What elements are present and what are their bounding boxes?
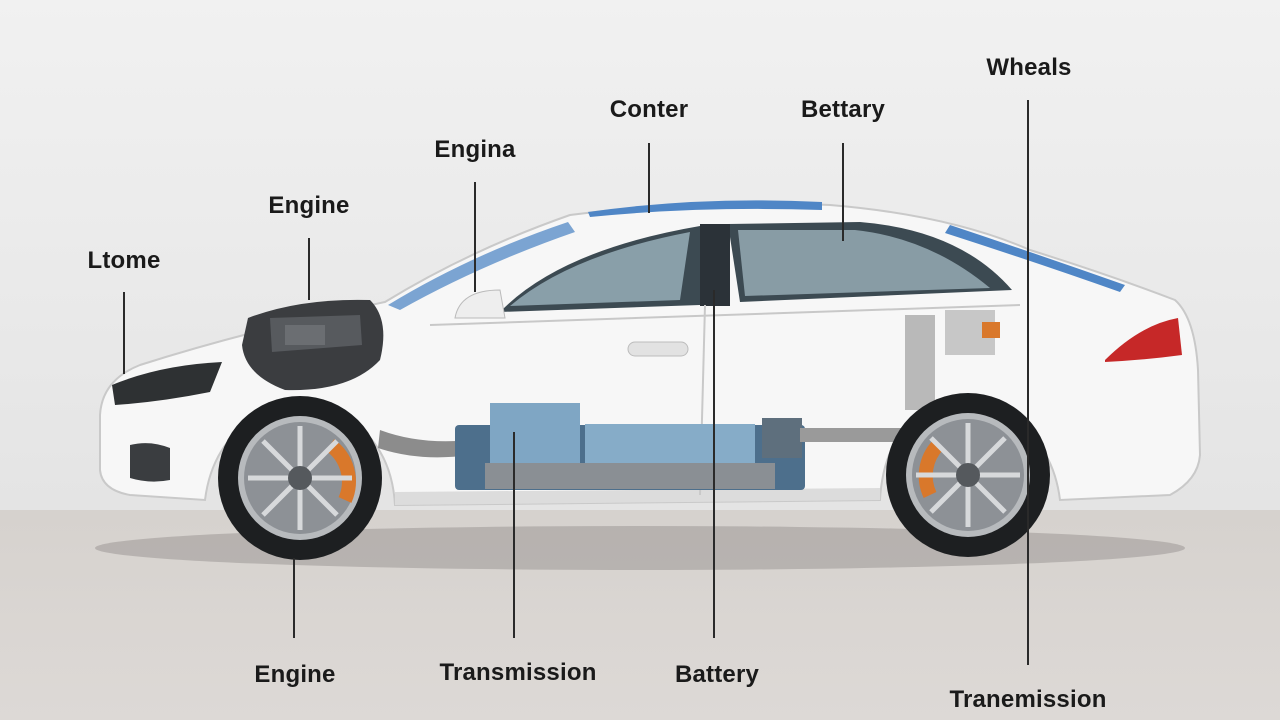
car-shadow — [95, 526, 1185, 570]
b-pillar — [700, 224, 730, 306]
label-ltome: Ltome — [87, 247, 161, 274]
leader-top-battery — [842, 143, 844, 241]
tail-light — [1105, 318, 1182, 362]
rocker-panel — [395, 488, 880, 505]
headlight — [112, 362, 222, 405]
label-center: Conter — [609, 96, 689, 123]
leader-bottom-engine — [293, 558, 295, 638]
leader-engine-upper — [308, 238, 310, 300]
front-wheel — [218, 396, 382, 560]
leader-bottom-battery — [713, 290, 715, 638]
leader-ltome — [123, 292, 125, 374]
front-window-glass — [510, 232, 690, 306]
door-line — [429, 304, 1021, 326]
leader-bottom-transmission — [513, 432, 515, 638]
rear-wheel — [886, 393, 1050, 557]
drive-pipe — [378, 430, 470, 458]
label-bottom-engine: Engine — [254, 661, 336, 688]
fog-light — [130, 443, 170, 482]
leader-center — [648, 143, 650, 213]
rear-roof-strip — [945, 225, 1125, 292]
battery-pack — [455, 403, 805, 490]
leader-wheels — [1027, 100, 1029, 665]
label-wheels: Wheals — [986, 54, 1072, 81]
door-handle — [627, 341, 689, 357]
label-top-battery: Bettary — [800, 96, 886, 123]
windshield — [388, 222, 575, 310]
roof-strip — [588, 200, 822, 217]
label-bottom-battery: Battery — [674, 661, 760, 688]
engine-block — [242, 299, 384, 391]
label-engina: Engina — [434, 136, 516, 163]
label-bottom-tranemission: Tranemission — [949, 686, 1107, 713]
label-bottom-transmission: Transmission — [439, 659, 597, 686]
rear-suspension — [800, 310, 1000, 442]
leader-engina — [474, 182, 476, 292]
rear-window-glass — [738, 230, 990, 296]
side-mirror — [454, 289, 506, 319]
label-engine-upper: Engine — [268, 192, 350, 219]
